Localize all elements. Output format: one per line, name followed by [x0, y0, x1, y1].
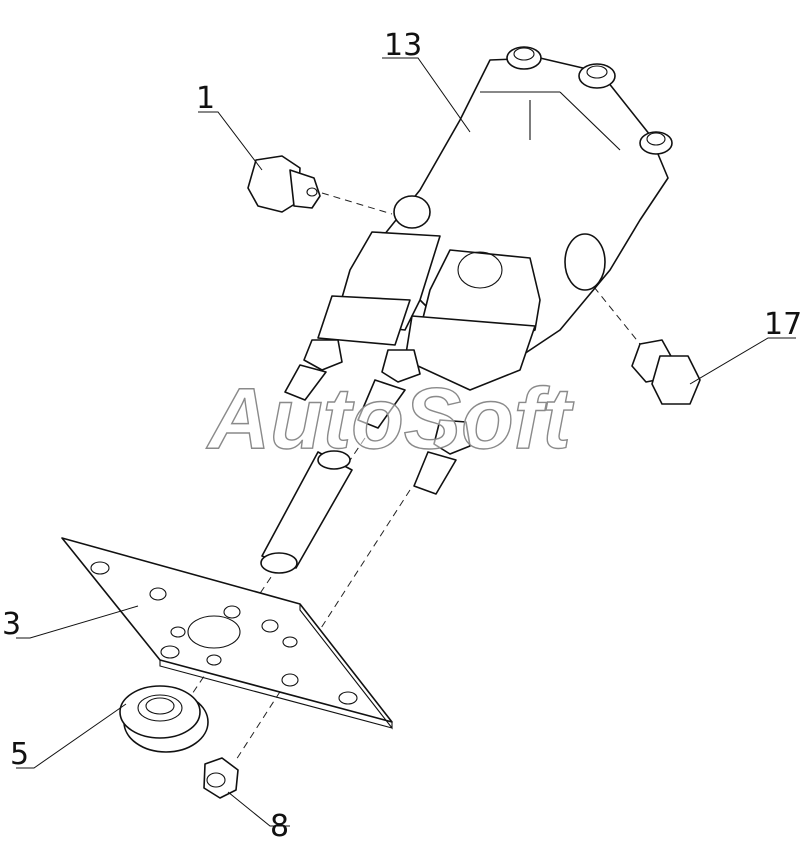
right-fitting: [413, 419, 471, 495]
grommet-part-5: [119, 685, 209, 753]
callout-5: 5: [10, 737, 29, 772]
callout-labels: 1 13 17 3 5 8: [2, 28, 800, 844]
main-body-part-13: [260, 46, 673, 574]
center-fitting: [357, 349, 421, 429]
callout-8: 8: [270, 809, 289, 844]
callout-17: 17: [764, 307, 800, 342]
top-bolt-2: [578, 63, 616, 89]
nut-part-8: [203, 757, 239, 799]
fitting-part-1: [247, 155, 321, 213]
callout-13: 13: [384, 28, 422, 63]
callout-3: 3: [2, 607, 21, 642]
leader-lines: [16, 57, 796, 827]
top-bolt-3: [639, 131, 673, 155]
long-rod: [260, 450, 353, 574]
watermark-text: AutoSoft: [206, 371, 574, 467]
left-fitting: [284, 339, 343, 401]
mounting-plate-part-3: [61, 537, 393, 730]
callout-1: 1: [196, 81, 215, 116]
fitting-part-17: [631, 339, 701, 405]
top-bolt-1: [506, 46, 542, 70]
